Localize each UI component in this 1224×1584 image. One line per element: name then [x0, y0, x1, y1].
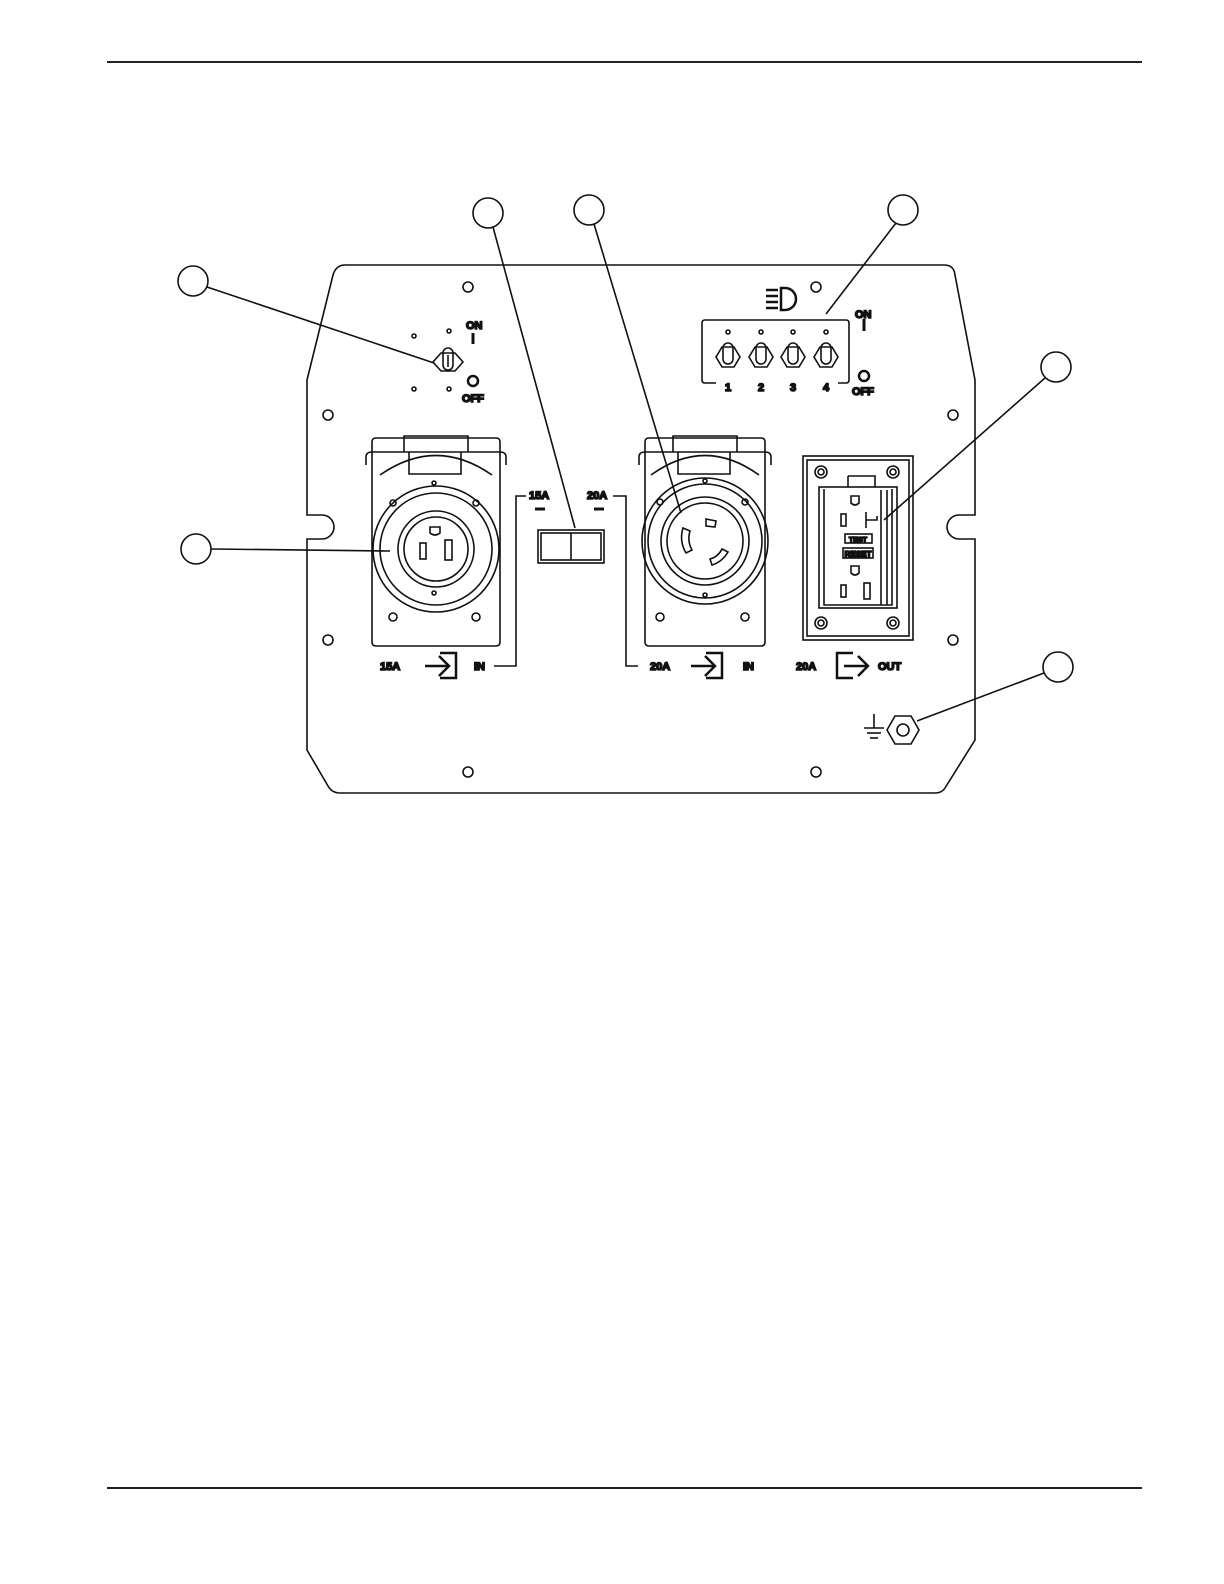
gfci-test-label[interactable]: TEST: [849, 537, 868, 544]
gfci-outlet[interactable]: [803, 456, 913, 640]
inlet-arrow-icon: [425, 653, 456, 678]
callout-3: [574, 195, 604, 225]
gfci-rating: 20A: [796, 661, 816, 673]
panel-outline: [307, 265, 975, 793]
outlet-arrow-icon: [837, 653, 868, 678]
inlet-20a[interactable]: [639, 436, 771, 646]
inlet-20a-rating: 20A: [650, 661, 670, 673]
light-switch-number: 1: [725, 382, 731, 394]
main-switch-off-label: OFF: [462, 393, 484, 405]
callout-5: [1041, 352, 1071, 382]
main-switch-off-mark: [468, 376, 478, 386]
inlet-15a[interactable]: [366, 436, 506, 646]
headlight-icon: [766, 288, 796, 310]
light-switch-number: 2: [758, 382, 764, 394]
inlet-arrow-icon: [691, 653, 722, 678]
callout-7: [1043, 652, 1073, 682]
selector-15a-leader: [494, 496, 526, 666]
light-bank-off-mark: [859, 371, 869, 381]
ground-symbol-icon: [864, 714, 884, 738]
selector-20a-leader: [613, 496, 638, 666]
main-switch-on-label: ON: [466, 320, 483, 332]
light-bank-off-label: OFF: [852, 386, 874, 398]
callout-4: [888, 195, 918, 225]
inlet-20a-direction: IN: [743, 661, 754, 673]
light-bank-on-label: ON: [855, 309, 872, 321]
gfci-direction: OUT: [878, 661, 902, 673]
mounting-holes: [323, 282, 958, 777]
ground-stud[interactable]: [887, 716, 919, 744]
inlet-15a-direction: IN: [474, 661, 485, 673]
light-switch-number: 3: [790, 382, 796, 394]
gfci-reset-label[interactable]: RESET: [845, 550, 872, 559]
light-switch-number: 4: [823, 382, 830, 394]
selector-rocker-switch[interactable]: [538, 530, 604, 563]
callout-1: [178, 266, 208, 296]
callout-2: [473, 198, 503, 228]
light-toggle-switches[interactable]: [716, 330, 838, 367]
inlet-15a-rating: 15A: [380, 661, 400, 673]
callout-6: [181, 534, 211, 564]
selector-20a-label: 20A: [587, 490, 607, 502]
selector-15a-label: 15A: [529, 490, 549, 502]
main-toggle-switch[interactable]: [412, 329, 463, 391]
